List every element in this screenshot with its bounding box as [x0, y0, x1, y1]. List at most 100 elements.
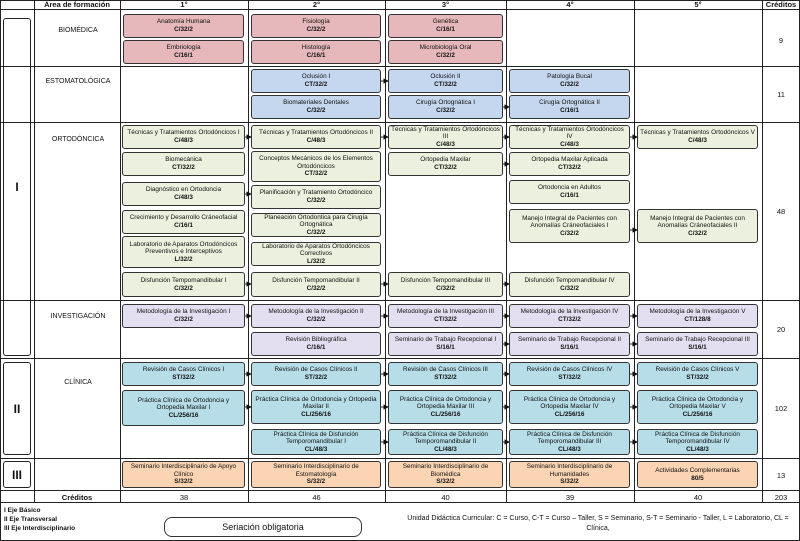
legend-axis-3: III Eje Interdisciplinario — [4, 525, 76, 532]
course-code: C/32/2 — [306, 316, 326, 323]
course-code: CL/48/3 — [304, 445, 328, 453]
grid-line — [248, 0, 249, 502]
course-code: C/16/1 — [306, 344, 326, 351]
course-title: Actividades Complementarias — [655, 466, 740, 474]
course-title: Ortopedia Maxilar Aplicada — [531, 156, 608, 164]
course-code: L/32/2 — [306, 257, 326, 265]
course-code: C/32/2 — [174, 316, 193, 323]
area-estomatologica: ESTOMATOLÓGICA — [45, 78, 111, 85]
axis-label: I — [15, 180, 19, 194]
course-title: Diagnóstico en Ortodoncia — [145, 186, 222, 194]
grid-line — [762, 0, 763, 502]
course-box: Práctica Clínica de Ortodoncia y Ortoped… — [251, 390, 381, 424]
course-title: Seminario Interdisciplinario de Estomato… — [273, 463, 359, 478]
grid-line — [0, 502, 800, 503]
course-title: Práctica Clínica de Disfunción Temporoma… — [527, 430, 612, 446]
course-title: Técnicas y Tratamientos Ortodóncicos II — [258, 129, 373, 137]
course-code: C/32/2 — [306, 197, 326, 204]
course-code: CL/256/16 — [301, 410, 331, 418]
course-code: ST/32/2 — [686, 374, 709, 381]
course-code: C/48/3 — [688, 137, 707, 144]
course-code: C/32/2 — [436, 284, 455, 292]
header-credits: Créditos — [765, 0, 797, 9]
credits-clinica: 102 — [774, 404, 788, 413]
course-box: Práctica Clínica de Disfunción Temporoma… — [251, 429, 381, 455]
grid-line — [0, 9, 800, 10]
course-box: Práctica Clínica de Disfunción Temporoma… — [388, 429, 503, 455]
header-semester-5: 5° — [694, 0, 702, 9]
grid-line — [34, 0, 35, 502]
course-code: ST/32/2 — [172, 374, 195, 381]
course-title: Fisiología — [302, 18, 330, 26]
course-title: Práctica Clínica de Ortodoncia y Ortoped… — [651, 395, 744, 411]
course-code: S/16/1 — [688, 344, 707, 351]
course-code: CL/48/3 — [558, 445, 581, 453]
total-grand: 203 — [774, 493, 788, 502]
total-semester-2: 46 — [312, 493, 321, 502]
course-code: ST/32/2 — [304, 374, 328, 381]
course-code: C/16/1 — [306, 52, 326, 59]
units-legend: Unidad Didáctica Curricular: C = Curso, … — [407, 515, 789, 532]
course-code: S/32/2 — [174, 478, 193, 486]
course-box: Práctica Clínica de Disfunción Temporoma… — [637, 429, 758, 455]
header-semester-4: 4° — [566, 0, 574, 9]
course-code: CT/32/2 — [172, 164, 195, 171]
course-title: Seminario de Trabajo Recepcional I — [394, 336, 497, 344]
course-box: Seminario Interdisciplinario de Apoyo Cl… — [122, 461, 245, 488]
course-title: Metodología de la Investigación III — [397, 308, 494, 316]
course-box: Práctica Clínica de Ortodoncia y Ortoped… — [388, 390, 503, 424]
credits-biomedica: 9 — [778, 36, 784, 45]
course-code: CT/32/2 — [434, 164, 457, 171]
grid-line — [0, 122, 800, 123]
course-code: CL/256/16 — [168, 411, 199, 419]
credits-estomatologica: 11 — [777, 90, 785, 99]
course-title: Disfunción Tempomandibular IV — [524, 276, 615, 284]
grid-line — [385, 0, 386, 502]
course-title: Seminario Interdisciplinario de Biomédic… — [402, 463, 489, 478]
course-title: Revisión de Casos Clínicos I — [142, 366, 225, 374]
course-box: Seminario Interdisciplinario de Biomédic… — [388, 461, 503, 488]
course-code: CT/128/8 — [684, 316, 711, 323]
course-title: Disfunción Tempomandibular II — [272, 276, 360, 284]
course-code: S/16/1 — [436, 344, 455, 351]
course-box: Seminario Interdisciplinario de Humanida… — [509, 461, 630, 488]
course-code: C/32/2 — [560, 81, 579, 88]
course-title: Revisión de Casos Clínicos II — [274, 366, 358, 374]
course-title: Disfunción Tempomandibular I — [140, 276, 227, 284]
course-code: C/48/3 — [306, 137, 326, 144]
course-code: C/32/2 — [436, 52, 455, 59]
course-code: C/16/1 — [436, 26, 455, 33]
course-title: Cirugía Ortognática II — [539, 99, 600, 107]
axis-3-box: III — [3, 461, 31, 488]
course-title: Técnicas y Tratamientos Ortodóncicos V — [640, 129, 755, 137]
course-code: C/16/1 — [560, 192, 579, 199]
course-title: Microbiología Oral — [419, 44, 472, 52]
axis-label: II — [13, 401, 21, 416]
grid-line — [0, 458, 800, 459]
course-box: Práctica Clínica de Ortodoncia y Ortoped… — [509, 390, 630, 424]
grid-line — [0, 66, 800, 67]
course-code: ST/32/2 — [558, 374, 581, 381]
credits-interdisciplinaria: 13 — [776, 471, 786, 480]
course-title: Revisión de Casos Clínicos V — [655, 366, 740, 374]
course-box: Seminario Interdisciplinario de Estomato… — [251, 461, 381, 488]
course-code: C/16/1 — [174, 222, 193, 229]
course-code: CT/32/2 — [434, 81, 457, 88]
course-box: Conceptos Mecánicos de los Elementos Ort… — [251, 151, 381, 182]
credits-ortodoncica: 48 — [776, 207, 786, 216]
